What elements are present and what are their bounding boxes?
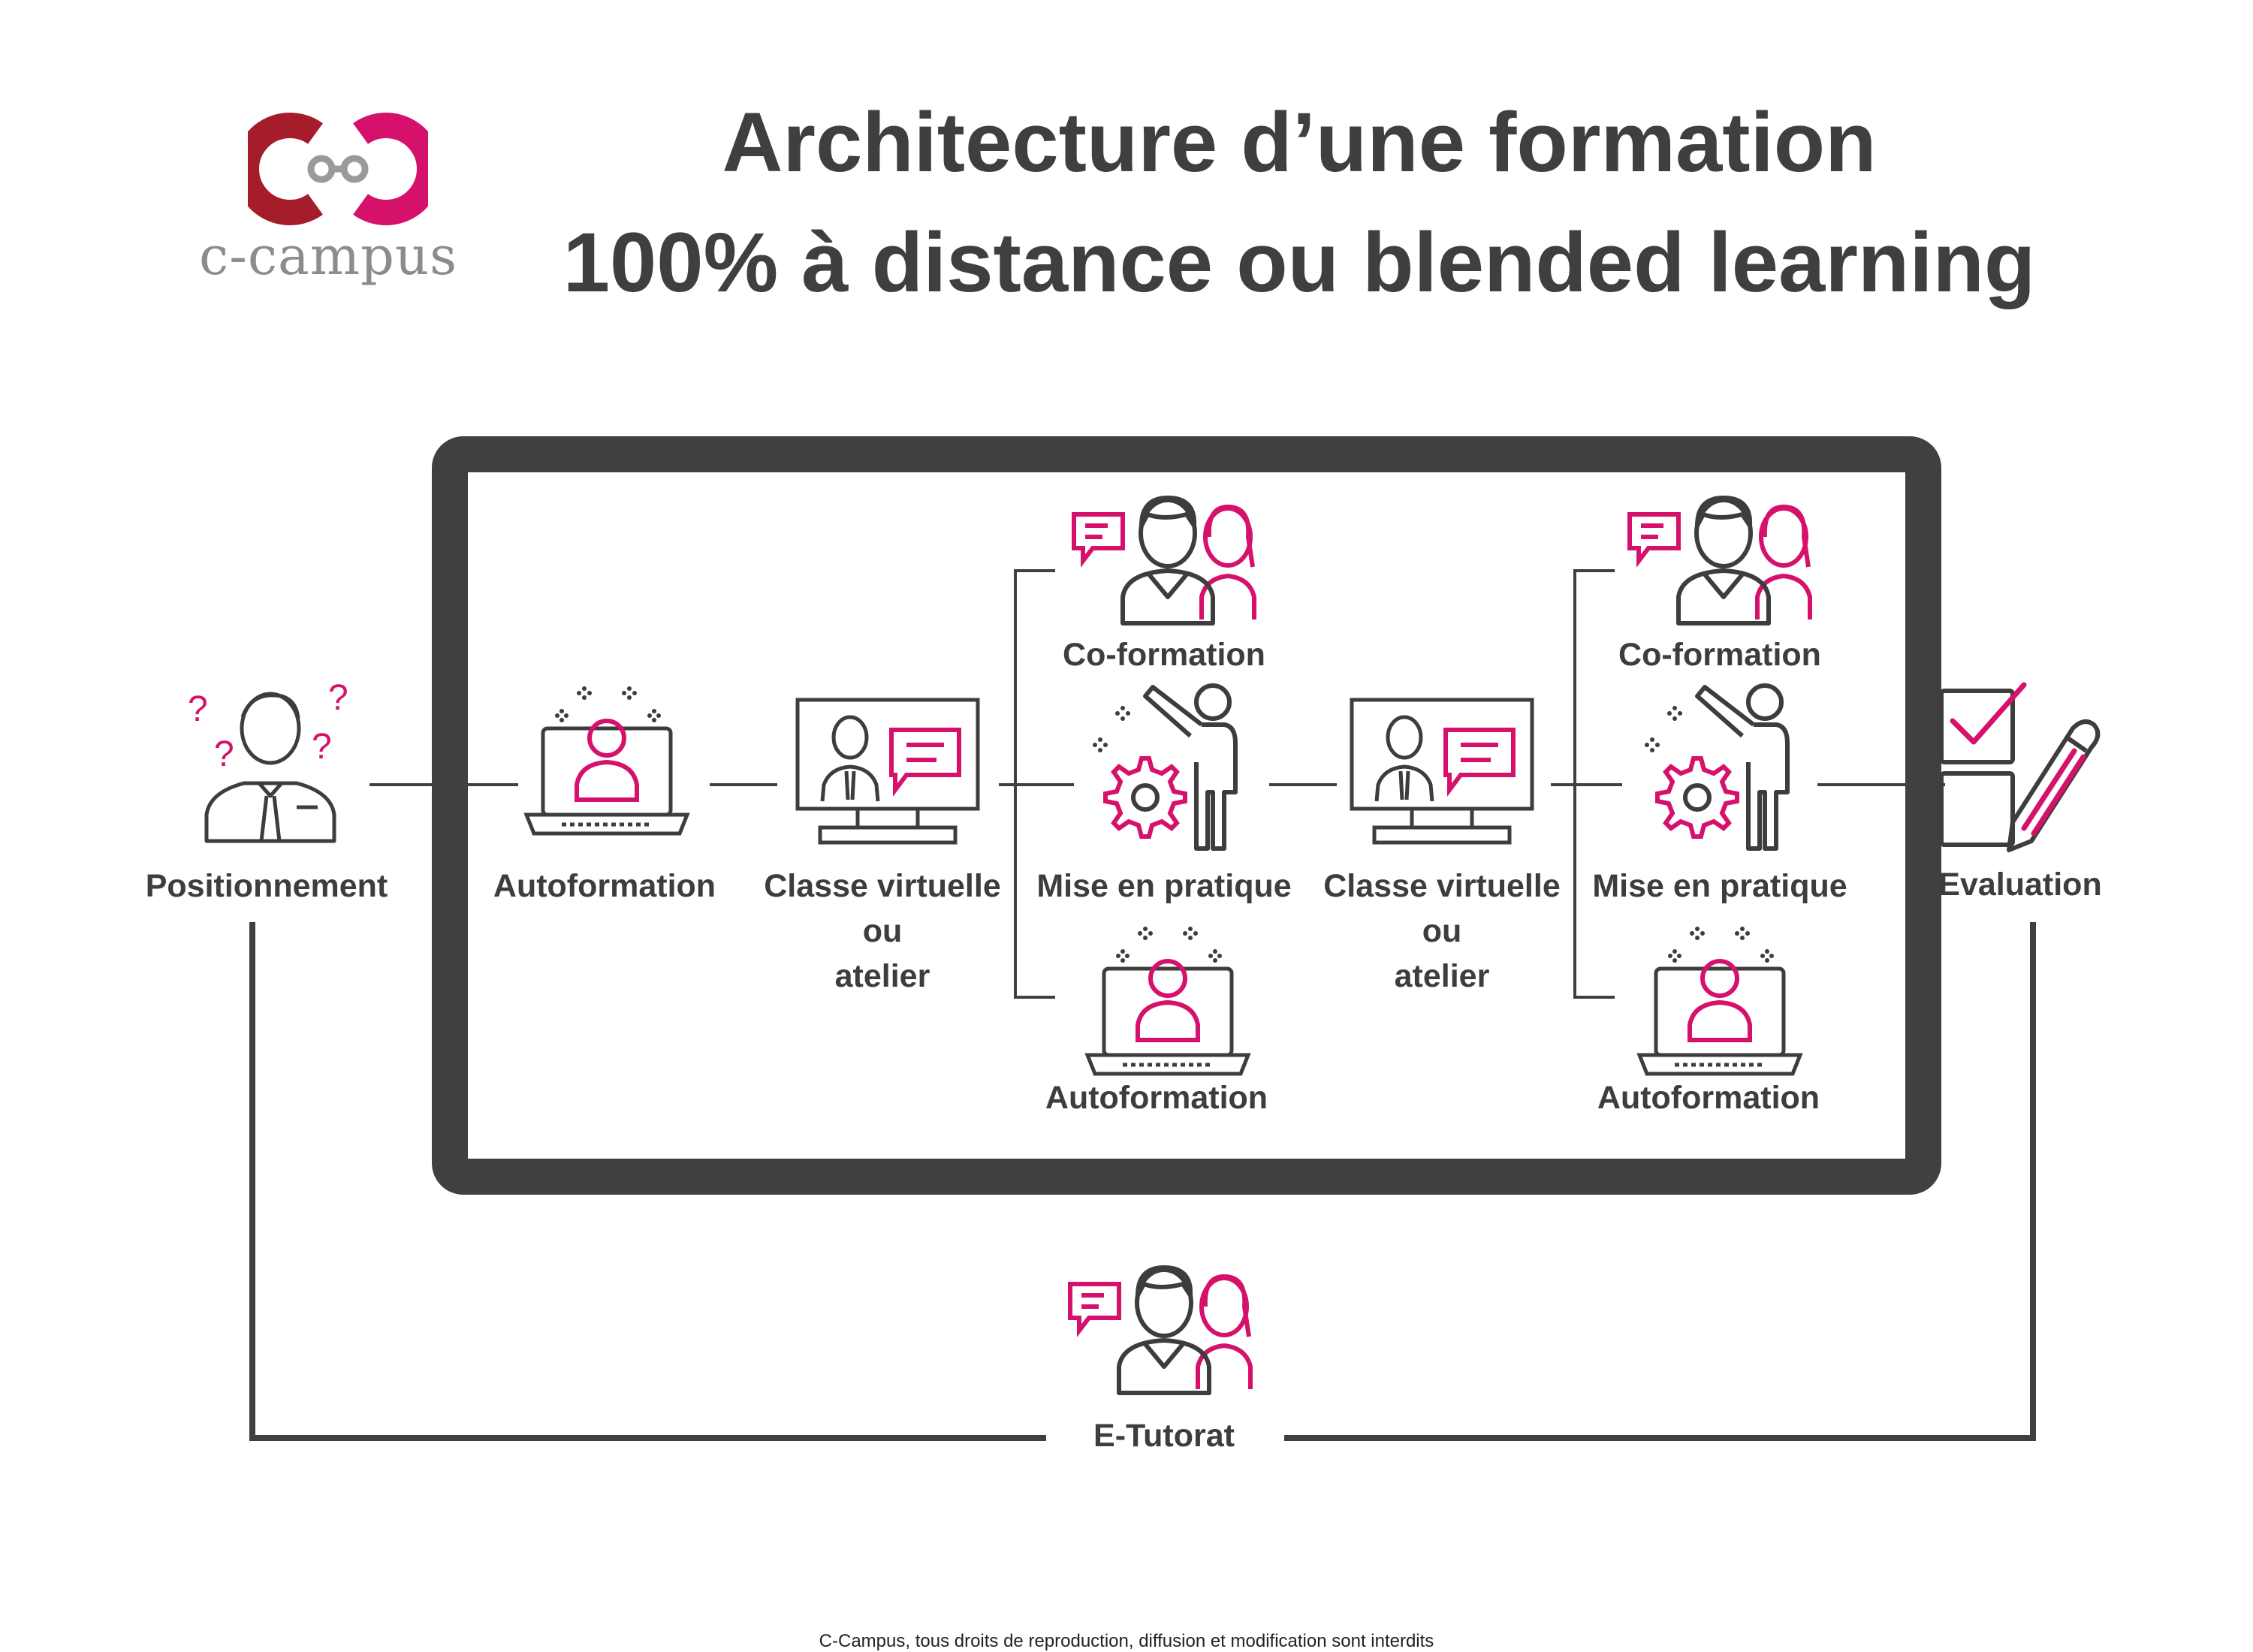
monitor-virtual-class-icon — [1348, 696, 1536, 846]
step-label-classe-virtuelle: Classe virtuelle ou atelier — [751, 864, 1014, 999]
svg-text:?: ? — [328, 678, 348, 718]
step-label-autoformation: Autoformation — [1045, 1080, 1268, 1116]
step-label-autoformation: Autoformation — [1597, 1080, 1820, 1116]
confused-person-icon: ?? ?? — [188, 678, 348, 843]
laptop-autoformation-icon — [1633, 920, 1806, 1085]
etutorat-loop — [249, 922, 2036, 1441]
blended-frame — [432, 436, 1941, 1195]
classe-line-2: ou — [1422, 913, 1462, 949]
classe-line-3: atelier — [1394, 958, 1490, 994]
logo-text: c-campus — [199, 225, 457, 287]
step-label-coformation: Co-formation — [1618, 637, 1821, 673]
coformation-people-icon — [1622, 492, 1825, 627]
svg-text:?: ? — [214, 734, 234, 774]
step-label-autoformation: Autoformation — [493, 868, 716, 904]
practice-gear-icon — [1641, 680, 1806, 852]
evaluation-checklist-icon — [1939, 682, 2101, 852]
copyright-footer: C-Campus, tous droits de reproduction, d… — [819, 1631, 1434, 1651]
step-label-mise-en-pratique: Mise en pratique — [1036, 868, 1292, 904]
coformation-people-icon — [1066, 492, 1269, 627]
step-label-coformation: Co-formation — [1063, 637, 1265, 673]
etutorat-people-icon — [1063, 1262, 1265, 1397]
laptop-autoformation-icon — [520, 680, 693, 845]
classe-line-3: atelier — [834, 958, 930, 994]
laptop-autoformation-icon — [1081, 920, 1254, 1085]
c-campus-logo — [248, 113, 428, 225]
step-label-mise-en-pratique: Mise en pratique — [1592, 868, 1847, 904]
flow-connectors — [369, 569, 1945, 999]
classe-line-1: Classe virtuelle — [1323, 868, 1561, 904]
step-label-classe-virtuelle: Classe virtuelle ou atelier — [1310, 864, 1573, 999]
practice-gear-icon — [1089, 680, 1254, 852]
classe-line-2: ou — [862, 913, 903, 949]
svg-text:?: ? — [312, 727, 332, 767]
step-label-positionnement: Positionnement — [145, 868, 388, 904]
title-line-1: Architecture d’une formation — [722, 95, 1877, 189]
classe-line-1: Classe virtuelle — [764, 868, 1001, 904]
step-label-evaluation: Evaluation — [1938, 867, 2102, 903]
monitor-virtual-class-icon — [794, 696, 982, 846]
step-label-etutorat: E-Tutorat — [1093, 1418, 1235, 1454]
title-line-2: 100% à distance ou blended learning — [562, 216, 2036, 309]
svg-text:?: ? — [188, 689, 208, 729]
